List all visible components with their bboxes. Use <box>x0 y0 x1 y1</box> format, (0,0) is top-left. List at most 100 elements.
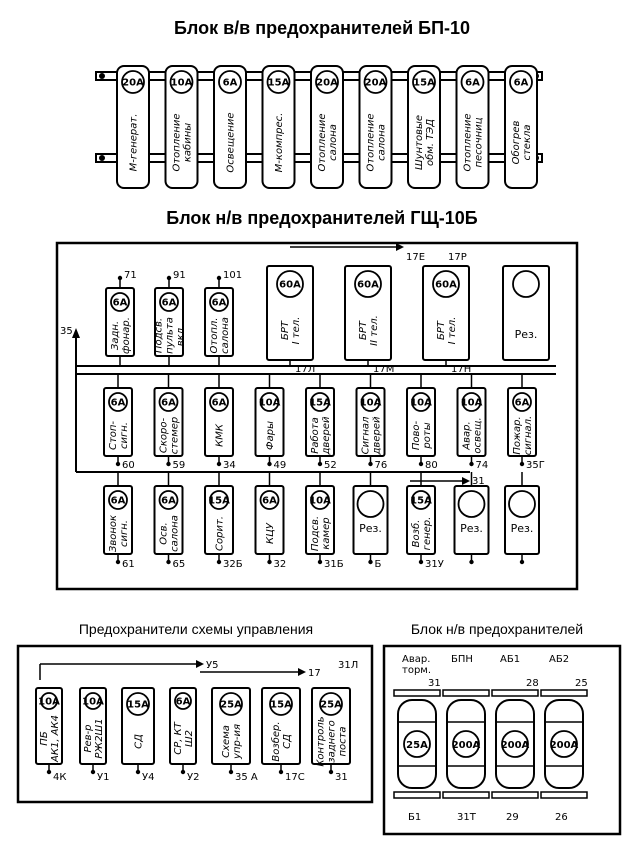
gsh-r3-fuse-5-label-line: камер <box>321 517 332 549</box>
bp10-fuse-1-rating: 20A <box>122 78 144 89</box>
gsh-r3-fuse-5-label-line: Подсв. <box>310 516 321 551</box>
control-fuse-6-label: Возбер.СД <box>270 721 293 761</box>
gsh-r2-fuse-6-label-line: Сигнал <box>361 416 372 454</box>
gsh-r2-fuse-7-label-line: Пово- <box>411 420 422 450</box>
gsh-r2-fuse-1-label-line: Стоп- <box>108 421 119 450</box>
gsh-r2-fuse-5-ring <box>310 392 330 412</box>
lv-fuse-bottom-2: 31Т <box>457 812 477 823</box>
control-fuse-2-ring <box>84 692 102 710</box>
gsh-r1-fuse-3-rating: 6A <box>212 298 227 309</box>
gsh-r1-fuse-2-label-line: пульта <box>165 317 176 354</box>
gsh-r2-bottom-5: 52 <box>324 460 337 471</box>
gsh-r3-fuse-6-ring <box>356 490 385 518</box>
gsh-r2-fuse-7-rating: 10A <box>410 398 432 409</box>
gsh-r1-fuse-1-label-line: фонар. <box>121 317 132 354</box>
gsh-r3-bottom-3: 32Б <box>223 559 243 570</box>
gsh-r2-fuse-9-label: Пожар.сигнал. <box>512 416 534 456</box>
marker-17: 17 <box>308 668 321 679</box>
gsh-r3-fuse-4-rating: 6A <box>262 496 277 507</box>
gsh-r2-fuse-8-label-line: освещ. <box>473 417 484 453</box>
gsh-r2-fuse-8-label: Авар.освещ. <box>462 417 484 453</box>
bp10-fuse-3-rating: 6A <box>223 78 238 89</box>
control-fuse-5-rating: 25A <box>220 700 242 711</box>
gsh-r3-fuse-7-label-line: Возб. <box>410 520 422 548</box>
gsh-r3-fuse-4-label: КЦУ <box>265 522 276 544</box>
gsh-brt-bottom-3: 17Н <box>451 364 471 375</box>
lv-block-title: Блок н/в предохранителей <box>411 621 583 637</box>
gsh-r2-fuse-5-rating: 15A <box>309 398 331 409</box>
gsh-brt-bottom-1: 17Л <box>295 364 315 375</box>
gsh-r3-fuse-4-ring <box>259 490 280 510</box>
bp10-fuse-7-rating: 15A <box>413 78 435 89</box>
bp10-fuse-8-body <box>455 65 490 189</box>
bp10-fuse-1-label-line: М-генерат. <box>129 114 140 172</box>
gsh-r3-fuse-9-ring <box>508 490 536 518</box>
gsh-r2-fuse-6-rating: 10A <box>360 398 382 409</box>
gsh-r2-fuse-3-label: КМК <box>215 423 226 447</box>
gsh-r3-bottom-5: 31Б <box>324 559 344 570</box>
gsh-brt-fuse-3-label-line: I тел. <box>447 317 458 345</box>
gsh-r1-fuse-3-label: Отопл.салона <box>209 317 231 354</box>
bp10-fuse-7-label-line: обм. ТЭД <box>424 119 436 166</box>
control-fuse-7-label-line: заднего <box>327 720 338 762</box>
gsh-r3-fuse-9-label: Рез. <box>511 522 534 535</box>
marker-31l: 31Л <box>338 660 358 671</box>
control-bottom-7: 31 <box>335 772 348 783</box>
gsh-r2-fuse-9-ring <box>512 392 532 412</box>
gsh-r2-fuse-4-ring <box>259 392 280 412</box>
lv-fuse-name-2: БПН <box>451 654 473 665</box>
control-fuse-7-label-line: Контроль <box>316 716 327 766</box>
control-bottom-3: У4 <box>142 772 154 783</box>
bp10-fuse-5-body <box>310 65 344 189</box>
bp10-fuse-3-body <box>213 65 247 189</box>
gsh-r2-fuse-1-label: Стоп-сигн. <box>108 421 130 450</box>
bp10-fuse-3-ring <box>218 70 242 94</box>
gsh-r1-fuse-1-label: Задн.фонар. <box>110 317 132 354</box>
gsh-r2-fuse-1-ring <box>108 392 128 412</box>
control-bottom-1: 4К <box>53 772 66 783</box>
control-fuse-4-label-line: Ш2 <box>184 730 195 747</box>
gsh-r2-fuse-2-ring <box>158 392 179 412</box>
lv-block <box>382 644 622 836</box>
gsh-brt-fuse-1-ring <box>276 270 304 298</box>
gsh-r2-fuse-3-ring <box>209 392 229 412</box>
control-block <box>16 644 374 804</box>
gsh-r3-fuse-5-label: Подсв.камер <box>310 516 332 551</box>
marker-17e: 17Е <box>406 252 425 263</box>
control-fuse-3-rating: 15A <box>127 700 149 711</box>
gsh-r3-fuse-7-label-line: генер. <box>422 517 433 551</box>
lv-fuse-top-3: 28 <box>526 678 539 689</box>
gsh-brt-fuse-3-rating: 60A <box>435 280 457 291</box>
gsh-brt-fuse-2-rating: 60A <box>357 280 379 291</box>
gsh-r3-bottom-1: 61 <box>122 559 135 570</box>
control-fuse-4-ring <box>174 692 192 710</box>
control-fuse-1-label-line: АК1, АК4 <box>50 715 61 763</box>
gsh-r2-fuse-2-label-line: стемер <box>170 417 181 455</box>
gsh-r2-fuse-6-ring <box>360 392 381 412</box>
control-fuse-5-ring <box>219 692 243 716</box>
control-fuse-2-label-line: РЖ2Ш1 <box>94 718 105 758</box>
gsh-r3-fuse-6: Рез. <box>352 485 389 555</box>
gsh-r2-fuse-6-label-line: дверей <box>372 416 383 455</box>
gsh-r2-fuse-9-label-line: Пожар. <box>512 416 523 454</box>
gsh-r3-fuse-1-label-line: сигн. <box>119 520 130 547</box>
bp10-fuse-1-label: М-генерат. <box>129 114 140 172</box>
gsh-brt-fuse-2-label-line: II тел. <box>369 315 380 346</box>
